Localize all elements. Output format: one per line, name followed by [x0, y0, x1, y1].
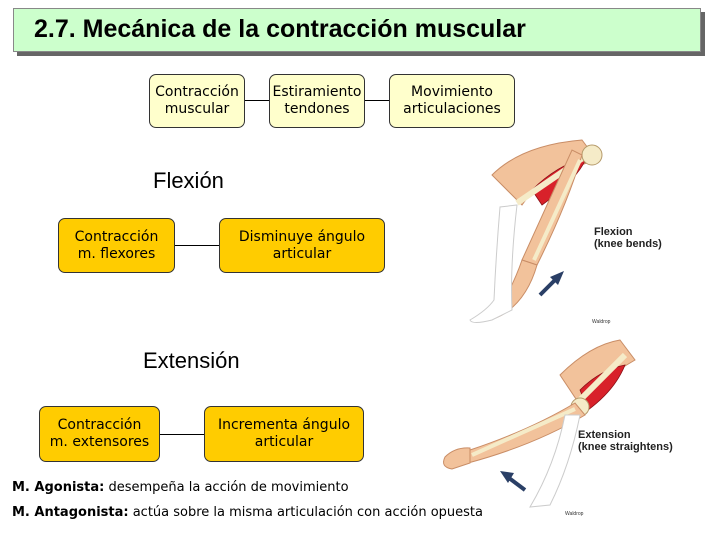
connector-flexion — [175, 245, 219, 246]
term-antagonista: M. Antagonista: — [12, 505, 129, 520]
flexion-image-label-1: Flexion — [594, 226, 633, 238]
flexion-credit: Waldrop — [592, 319, 611, 325]
flexion-leg-illustration: Flexion (knee bends) Waldrop — [469, 139, 662, 325]
page-title: 2.7. Mecánica de la contracción muscular — [34, 15, 526, 43]
extension-arrow-icon — [500, 471, 514, 483]
text-antagonista: actúa sobre la misma articulación con ac… — [128, 505, 483, 520]
connector-top-2 — [365, 100, 389, 101]
box-incrementa-angulo: Incrementa ángulo articular — [204, 406, 364, 462]
extensor-muscle-shape — [579, 364, 626, 411]
flexion-heading: Flexión — [153, 168, 224, 193]
definition-antagonista: M. Antagonista: actúa sobre la misma art… — [12, 505, 483, 520]
box-disminuye-angulo: Disminuye ángulo articular — [219, 218, 385, 273]
box-contraccion-flexores: Contracción m. flexores — [58, 218, 175, 273]
connector-extension — [160, 434, 204, 435]
extension-credit: Waldrop — [565, 511, 584, 517]
text-agonista: desempeña la acción de movimiento — [104, 480, 349, 495]
extension-image-label-2: (knee straightens) — [578, 441, 673, 453]
term-agonista: M. Agonista: — [12, 480, 105, 495]
extension-leg-illustration: Extension (knee straightens) Waldrop — [443, 339, 673, 517]
box-estiramiento-tendones: Estiramiento tendones — [269, 74, 365, 128]
extension-heading: Extensión — [143, 348, 240, 373]
title-bar: 2.7. Mecánica de la contracción muscular — [13, 8, 701, 52]
box-contraccion-muscular: Contracción muscular — [149, 74, 245, 128]
definition-agonista: M. Agonista: desempeña la acción de movi… — [12, 480, 349, 495]
extension-image-label-1: Extension — [578, 429, 631, 441]
box-contraccion-extensores: Contracción m. extensores — [39, 406, 160, 462]
flexion-image-label-2: (knee bends) — [594, 238, 662, 250]
connector-top-1 — [245, 100, 269, 101]
box-movimiento-articulaciones: Movimiento articulaciones — [389, 74, 515, 128]
flexion-arrow-icon — [550, 271, 564, 285]
